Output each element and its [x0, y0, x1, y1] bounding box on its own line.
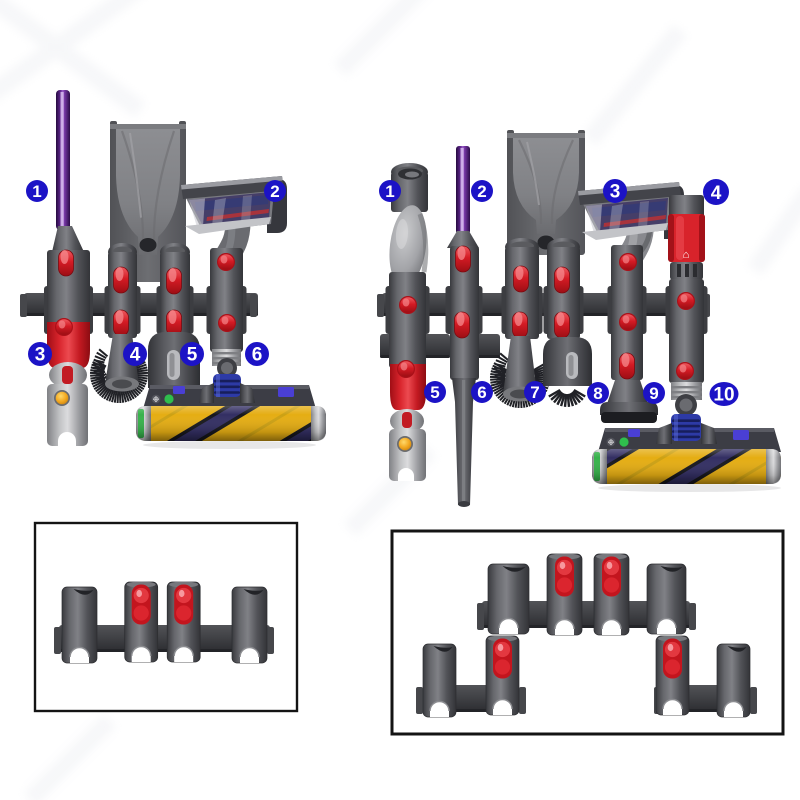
svg-text:3: 3 — [35, 344, 46, 365]
svg-text:9: 9 — [649, 384, 658, 403]
svg-text:2: 2 — [270, 182, 279, 201]
svg-text:5: 5 — [187, 344, 198, 365]
svg-text:1: 1 — [32, 182, 41, 201]
svg-text:1: 1 — [385, 182, 394, 201]
svg-text:4: 4 — [711, 183, 722, 204]
svg-text:7: 7 — [530, 383, 539, 402]
svg-text:6: 6 — [252, 344, 263, 365]
svg-text:8: 8 — [593, 384, 602, 403]
svg-text:2: 2 — [477, 182, 486, 201]
svg-text:❉: ❉ — [608, 438, 615, 447]
svg-text:⌂: ⌂ — [683, 249, 690, 261]
svg-text:3: 3 — [610, 181, 621, 202]
svg-text:4: 4 — [130, 344, 141, 365]
svg-text:10: 10 — [713, 384, 734, 405]
svg-text:6: 6 — [477, 383, 486, 402]
svg-text:❉: ❉ — [153, 395, 160, 404]
svg-text:5: 5 — [430, 383, 439, 402]
